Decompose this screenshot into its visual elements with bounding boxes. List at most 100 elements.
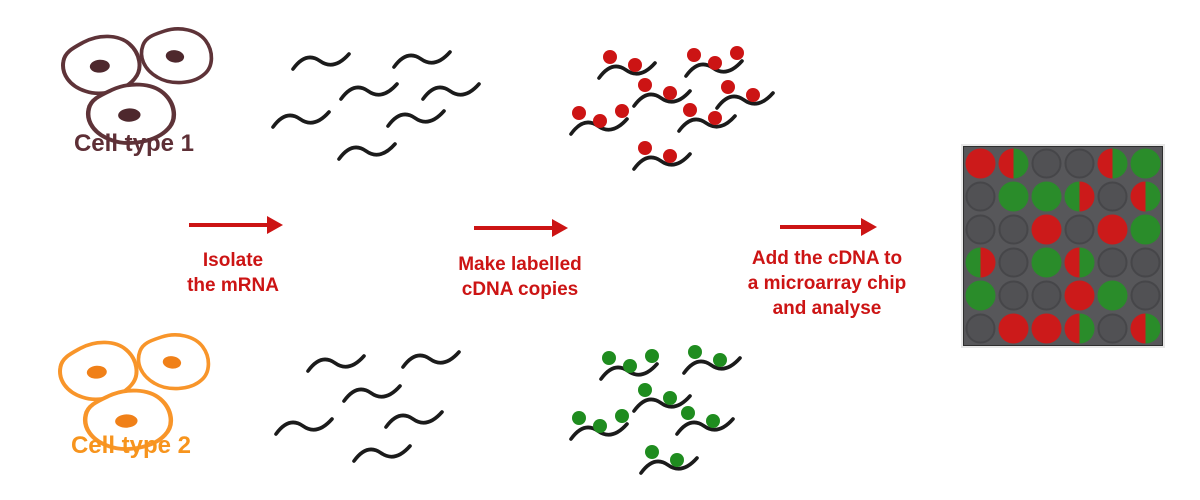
cell-type-2-cells <box>42 330 220 460</box>
chip-spot-half-left <box>1064 313 1080 344</box>
mrna-squiggle <box>401 350 461 369</box>
mrna-squiggle <box>386 109 446 128</box>
cell-type-1-cells <box>45 24 223 154</box>
chip-spot-half-right <box>1145 181 1161 212</box>
chip-spot-red <box>965 148 996 179</box>
cdna-squiggle <box>632 152 692 171</box>
mrna-strand <box>306 354 366 373</box>
chip-spot-empty <box>1031 148 1062 179</box>
chip-spot-red <box>1031 214 1062 245</box>
chip-spot-empty <box>998 280 1029 311</box>
cell-group <box>61 27 214 145</box>
chip-spot-red <box>998 313 1029 344</box>
fluorescent-label-dot <box>683 103 697 117</box>
fluorescent-label-dot <box>638 383 652 397</box>
fluorescent-label-dot <box>721 80 735 94</box>
chip-spot-half-left <box>1130 181 1146 212</box>
chip-spot-half-left <box>1130 313 1146 344</box>
mrna-strand <box>274 417 334 436</box>
chip-spot-half-left <box>998 148 1014 179</box>
mrna-strand <box>392 50 452 69</box>
fluorescent-label-dot <box>730 46 744 60</box>
chip-spot-green <box>998 181 1029 212</box>
fluorescent-label-dot <box>602 351 616 365</box>
fluorescent-label-dot <box>746 88 760 102</box>
step-label-add-cdna-to-chip: Add the cDNA to a microarray chip and an… <box>747 248 907 319</box>
fluorescent-label-dot <box>681 406 695 420</box>
labelled-cdna-red-strand <box>684 46 744 78</box>
fluorescent-label-dot <box>706 414 720 428</box>
fluorescent-label-dot <box>638 141 652 155</box>
chip-spot-empty <box>1130 247 1161 278</box>
fluorescent-label-dot <box>670 453 684 467</box>
fluorescent-label-dot <box>645 349 659 363</box>
chip-spot-green <box>1130 148 1161 179</box>
mrna-squiggle <box>337 142 397 161</box>
labelled-cdna-green-strand <box>632 383 692 413</box>
mrna-squiggle <box>339 82 399 101</box>
fluorescent-label-dot <box>615 409 629 423</box>
cell-type-1-cluster: Cell type 1 <box>45 24 223 164</box>
labelled-cdna-green-strand <box>682 345 742 375</box>
mrna-strand <box>421 82 481 101</box>
labelled-cdna-green-strand <box>639 445 699 475</box>
mrna-strand <box>337 142 397 161</box>
labelled-cdna-green-strand <box>675 406 735 436</box>
step-label-make-labelled-cdna: Make labelled cDNA copies <box>458 254 582 300</box>
mrna-strand <box>352 444 412 463</box>
chip-spot-empty <box>965 214 996 245</box>
step-arrow <box>189 216 283 234</box>
fluorescent-label-dot <box>645 445 659 459</box>
fluorescent-label-dot <box>687 48 701 62</box>
mrna-squiggle <box>392 50 452 69</box>
chip-spot-empty <box>1031 280 1062 311</box>
cdna-squiggle <box>675 417 735 436</box>
mrna-squiggle <box>306 354 366 373</box>
labelled-cdna-red-strand <box>597 50 657 80</box>
mrna-squiggle <box>291 52 351 71</box>
fluorescent-label-dot <box>572 411 586 425</box>
microarray-chip <box>963 146 1163 346</box>
cell-nucleus <box>89 59 110 73</box>
mrna-squiggle <box>271 110 331 129</box>
step-arrow <box>780 218 877 236</box>
fluorescent-label-dot <box>638 78 652 92</box>
cell <box>136 333 211 391</box>
mrna-strand <box>384 410 444 429</box>
fluorescent-label-dot <box>572 106 586 120</box>
chip-spot-empty <box>1130 280 1161 311</box>
chip-spot-half-right <box>1079 181 1095 212</box>
mrna-squiggle <box>384 410 444 429</box>
mrna-strand <box>386 109 446 128</box>
cell-type-2-cluster: Cell type 2 <box>42 330 220 470</box>
cdna-squiggle <box>639 456 699 475</box>
cell-type-2-label: Cell type 2 <box>70 432 192 459</box>
chip-spot-empty <box>1097 247 1128 278</box>
chip-spot-half-right <box>1079 247 1095 278</box>
cdna-squiggle <box>632 394 692 413</box>
fluorescent-label-dot <box>663 86 677 100</box>
mrna-squiggle <box>421 82 481 101</box>
fluorescent-label-dot <box>603 50 617 64</box>
fluorescent-label-dot <box>713 353 727 367</box>
chip-spot-grid <box>965 148 1161 344</box>
chip-spot-empty <box>1064 148 1095 179</box>
chip-spot-red <box>1064 280 1095 311</box>
chip-spot-green <box>1031 247 1062 278</box>
mrna-squiggle <box>352 444 412 463</box>
fluorescent-label-dot <box>615 104 629 118</box>
arrow-head <box>861 218 877 236</box>
chip-spot-half-left <box>1064 247 1080 278</box>
fluorescent-label-dot <box>623 359 637 373</box>
labelled-cdna-red-strand <box>632 78 692 108</box>
fluorescent-label-dot <box>708 111 722 125</box>
mrna-squiggle <box>342 384 402 403</box>
chip-spot-half-right <box>980 247 996 278</box>
cdna-squiggle <box>682 356 742 375</box>
chip-spot-green <box>1130 214 1161 245</box>
chip-spot-half-right <box>1145 313 1161 344</box>
mrna-strand <box>291 52 351 71</box>
labelled-cdna-red-strand <box>632 141 692 171</box>
cell <box>85 82 177 145</box>
cell-nucleus <box>118 108 141 122</box>
